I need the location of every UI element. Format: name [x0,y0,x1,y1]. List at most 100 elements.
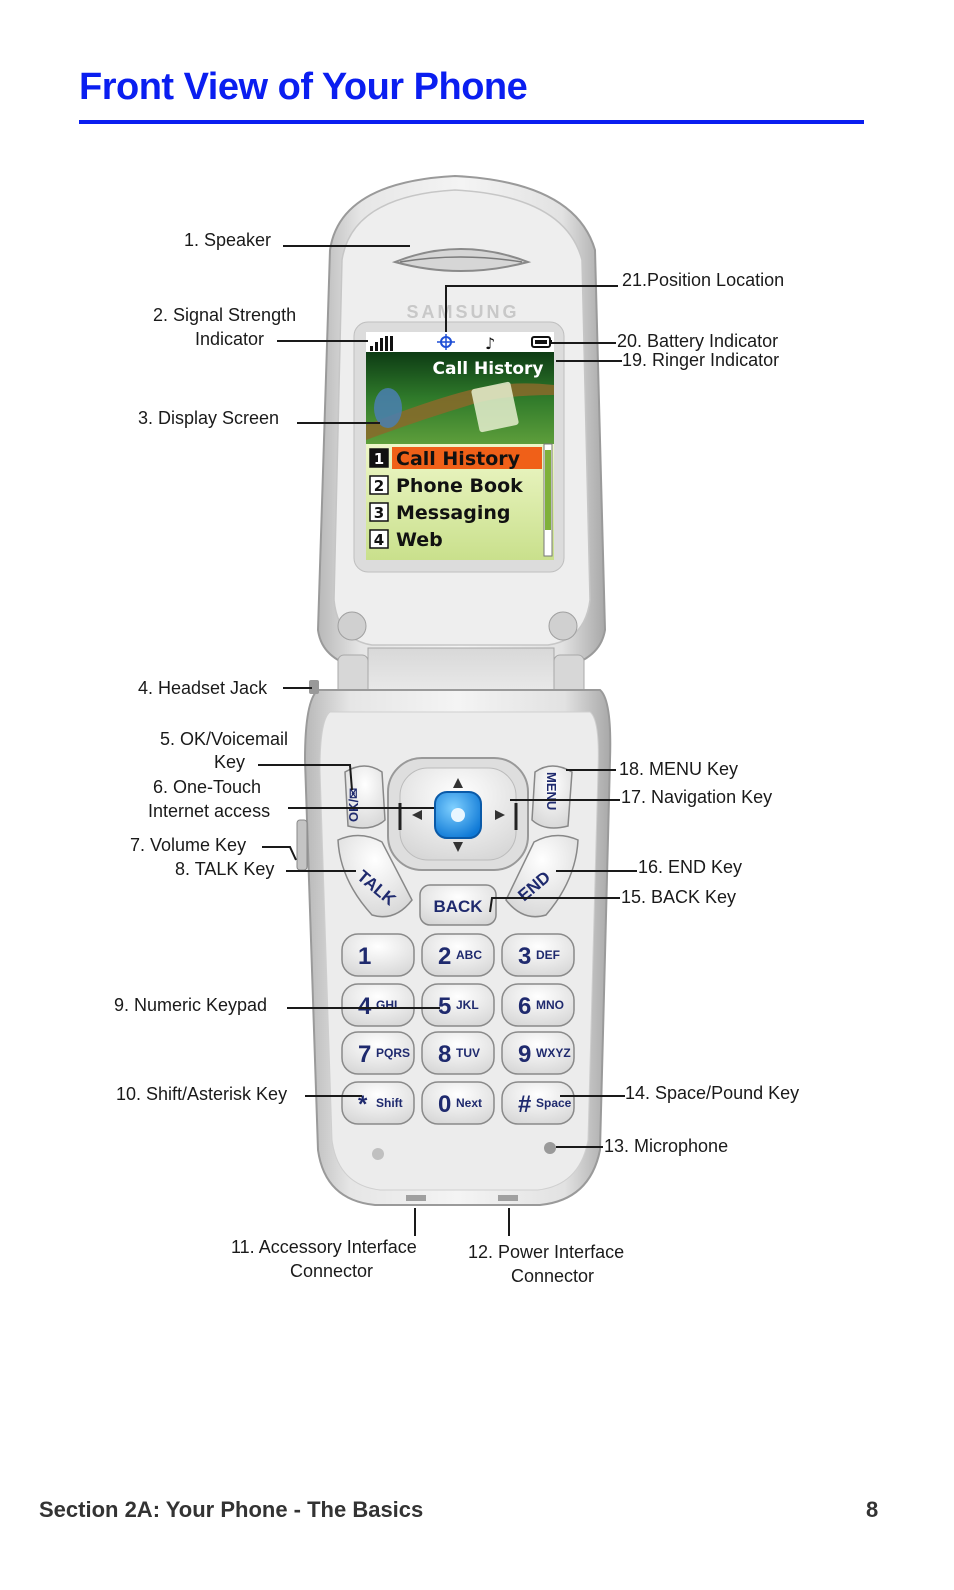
svg-text:5: 5 [438,993,451,1020]
callout-back-key: 15. BACK Key [621,887,736,907]
svg-text:MENU: MENU [544,772,559,810]
upper-flip: SAMSUNG ♪ [316,174,607,669]
callout-microphone: 13. Microphone [604,1136,728,1156]
svg-text:TUV: TUV [456,1046,480,1060]
headset-jack [309,680,319,694]
svg-text:BACK: BACK [433,897,483,916]
callout-position-location: 21.Position Location [622,270,784,290]
menu-number-box [369,475,389,495]
svg-text:GHI: GHI [376,998,397,1012]
callout-shift-asterisk: 10. Shift/Asterisk Key [116,1084,287,1104]
svg-text:3: 3 [518,943,531,970]
svg-text:WXYZ: WXYZ [536,1046,571,1060]
key-9[interactable]: 9 WXYZ [501,1031,575,1075]
svg-text:6: 6 [518,993,531,1020]
key-5[interactable]: 5 JKL [421,983,495,1027]
callout-leaders [258,245,637,1236]
callout-headset-jack: 4. Headset Jack [138,678,268,698]
title-rule [79,120,864,124]
page-title: Front View of Your Phone [79,66,528,108]
callout-speaker: 1. Speaker [184,230,271,250]
speaker-grille [391,248,532,272]
callout-menu-key: 18. MENU Key [619,759,738,779]
svg-text:#: # [518,1091,531,1118]
key-pound[interactable]: # Space [501,1081,575,1125]
key-1[interactable]: 1 [341,933,415,977]
callout-end-key: 16. END Key [638,857,742,877]
key-4[interactable]: 4 GHI [341,983,415,1027]
svg-text:OK/✉: OK/✉ [346,788,361,822]
ringer-icon: ♪ [485,334,495,353]
key-2[interactable]: 2 ABC [421,933,495,977]
callout-signal-strength-2: Indicator [195,329,264,349]
screen-menu-item: 1 Call History [369,447,542,470]
menu-number-box [369,448,389,468]
svg-text:0: 0 [438,1091,451,1118]
brand-logo: SAMSUNG [406,302,519,322]
callout-labels: 1. Speaker 2. Signal Strength Indicator … [114,230,799,1286]
key-0[interactable]: 0 Next [421,1081,495,1125]
hinge-bolt-left [337,611,367,641]
callout-power-interface-2: Connector [511,1266,594,1286]
svg-text:ABC: ABC [456,948,482,962]
callout-signal-strength: 2. Signal Strength [153,305,296,325]
position-location-icon [437,334,455,350]
svg-text:MNO: MNO [536,998,564,1012]
key-star[interactable]: *Shift [341,1081,415,1125]
talk-key[interactable]: TALK [337,834,413,918]
signal-strength-icon [370,336,393,351]
menu-label: Call History [396,448,521,470]
menu-number: 1 [374,450,384,468]
power-connector [498,1195,518,1201]
callout-power-interface: 12. Power Interface [468,1242,624,1262]
svg-text:DEF: DEF [536,948,560,962]
svg-text:7: 7 [358,1041,371,1068]
page-number: 8 [866,1497,879,1522]
svg-text:8: 8 [438,1041,451,1068]
svg-text:JKL: JKL [456,998,479,1012]
callout-accessory-interface: 11. Accessory Interface [231,1237,417,1257]
svg-text:1: 1 [358,943,371,970]
accessory-connector [406,1195,426,1201]
menu-number: 4 [374,531,384,549]
screen-header: Call History [433,359,544,379]
footer-section: Section 2A: Your Phone - The Basics [39,1497,424,1522]
hinge-bolt-right [548,611,578,641]
menu-number-box [369,529,389,549]
svg-text:4: 4 [358,993,372,1020]
back-key[interactable]: BACK [419,884,497,926]
svg-text:2: 2 [438,943,451,970]
menu-number-box [369,502,389,522]
battery-icon [531,336,552,348]
screen-menu-item: 4 Web [369,529,443,551]
callout-talk-key: 8. TALK Key [175,859,274,879]
callout-ringer-indicator: 19. Ringer Indicator [622,350,779,370]
key-3[interactable]: 3 DEF [501,933,575,977]
menu-label: Phone Book [396,475,523,497]
ok-voicemail-key[interactable]: OK/✉ [344,765,386,829]
key-8[interactable]: 8 TUV [421,1031,495,1075]
callout-numeric-keypad: 9. Numeric Keypad [114,995,267,1015]
callout-display-screen: 3. Display Screen [138,408,279,428]
svg-text:Space: Space [536,1096,572,1110]
menu-label: Web [396,529,443,551]
callout-battery-indicator: 20. Battery Indicator [617,331,778,351]
callout-space-pound: 14. Space/Pound Key [625,1083,799,1103]
callout-volume-key: 7. Volume Key [130,835,246,855]
key-6[interactable]: 6 MNO [501,983,575,1027]
callout-ok-voicemail-2: Key [214,752,245,772]
svg-text:*: * [358,1091,368,1118]
svg-text:9: 9 [518,1041,531,1068]
volume-key[interactable] [296,819,308,871]
callout-navigation-key: 17. Navigation Key [621,787,772,807]
callout-one-touch-2: Internet access [148,801,270,821]
menu-key[interactable]: MENU [531,765,573,829]
svg-text:Next: Next [456,1096,482,1110]
callout-ok-voicemail: 5. OK/Voicemail [160,729,288,749]
